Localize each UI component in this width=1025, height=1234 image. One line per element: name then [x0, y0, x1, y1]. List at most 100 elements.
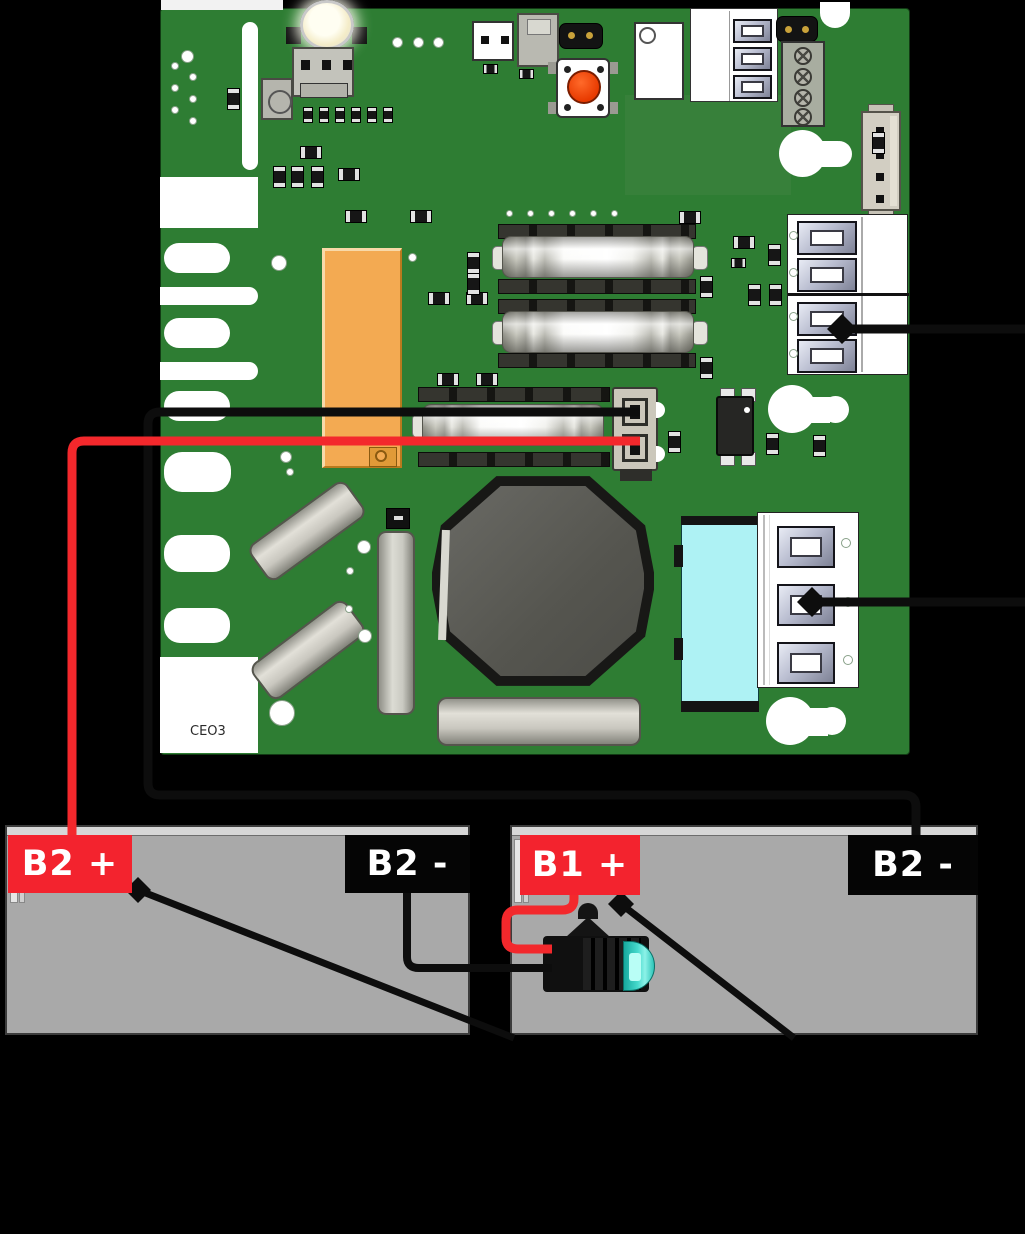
- via-hole: [189, 117, 197, 125]
- piezo-circle: [268, 90, 292, 114]
- terminal-slot: [733, 19, 772, 43]
- button-leg: [610, 102, 618, 114]
- cyan-nub: [674, 638, 683, 660]
- relay-orange: [322, 248, 402, 468]
- label-text: B1 +: [531, 845, 629, 885]
- fuse-clip-rail: [498, 279, 696, 294]
- smd-component: [428, 292, 450, 305]
- via-hole: [345, 605, 353, 613]
- pcb-edge-highlight: [161, 0, 283, 10]
- fuse-clip-rail: [418, 452, 610, 467]
- capacitor-horizontal: [437, 697, 641, 746]
- jumper-pin: [586, 32, 593, 39]
- jumper-pin: [802, 26, 809, 33]
- connector-port: [622, 434, 648, 462]
- jumper-2pin: [776, 16, 818, 42]
- smd-component: [476, 373, 498, 386]
- smd-component: [748, 284, 761, 306]
- footprint-hole: [639, 27, 656, 44]
- cyan-terminal-body: [681, 516, 759, 712]
- button-screw: [597, 104, 604, 111]
- silkscreen-label: CEO3: [190, 724, 226, 739]
- via-hole: [548, 210, 555, 217]
- smd-component: [679, 211, 701, 224]
- block-seam: [763, 515, 765, 685]
- via-hole: [280, 451, 292, 463]
- board-cutout-rect: [160, 177, 258, 228]
- jumper-2pin: [559, 23, 603, 49]
- via-hole: [433, 37, 444, 48]
- silkscreen-box: CEO3: [160, 657, 258, 753]
- led-pad: [352, 27, 367, 44]
- connector-pin: [876, 195, 884, 203]
- board-cutout-slot: [242, 22, 258, 170]
- via-hole: [271, 255, 287, 271]
- connector-pin: [343, 60, 352, 70]
- block-seam: [729, 11, 730, 101]
- via-hole: [189, 73, 197, 81]
- board-cutout-slot: [160, 287, 258, 305]
- via-hole: [357, 540, 371, 554]
- smd-pad: [335, 107, 345, 123]
- diode-mark: [394, 516, 403, 520]
- smd-component: [872, 132, 885, 154]
- tactile-button-body: [556, 58, 610, 118]
- smd-pad: [383, 107, 393, 123]
- relay-footprint-box: [634, 22, 684, 100]
- buzzer-slot: [527, 19, 551, 35]
- wire-connector-2pin: [612, 387, 658, 471]
- button-screw: [564, 104, 571, 111]
- smd-component: [300, 146, 322, 159]
- board-cutout-slot: [164, 318, 230, 348]
- keyhole-end: [822, 396, 849, 423]
- terminal-slot: [797, 302, 857, 336]
- terminal-slot: [777, 526, 835, 568]
- via-hole: [346, 567, 354, 575]
- buzzer-component: [517, 13, 559, 67]
- fuse-holder-pin-top: [578, 903, 598, 919]
- terminal-screw: [794, 68, 812, 86]
- via-hole: [181, 50, 194, 63]
- fuse-end-cap: [692, 321, 708, 345]
- smd-component: [227, 88, 240, 110]
- led-pad: [286, 27, 301, 44]
- relay-tab-hole: [375, 450, 387, 462]
- smd-component: [338, 168, 360, 181]
- board-cutout-slot: [164, 452, 231, 492]
- terminal-slot: [797, 258, 857, 292]
- battery-left-positive-label: B2 +: [8, 835, 132, 893]
- via-hole: [358, 629, 372, 643]
- via-hole: [189, 95, 197, 103]
- screw-hole: [843, 597, 853, 607]
- label-text: B2 -: [366, 844, 449, 884]
- glass-fuse-2: [502, 311, 694, 353]
- button-leg: [548, 62, 556, 74]
- terminal-slot: [733, 75, 772, 99]
- smd-component: [437, 373, 459, 386]
- block-seam: [769, 515, 770, 685]
- keyhole-end: [818, 707, 846, 735]
- board-cutout-slot: [164, 608, 230, 643]
- cyan-cap-bottom: [681, 701, 759, 712]
- smd-pad: [351, 107, 361, 123]
- board-cutout-slot: [160, 362, 258, 380]
- tactile-button-cap: [567, 70, 601, 104]
- terminal-slot: [777, 642, 835, 684]
- smd-component: [668, 431, 681, 453]
- terminal-screw: [794, 89, 812, 107]
- connector-port: [622, 398, 648, 426]
- board-cutout-slot: [164, 391, 230, 421]
- port-pin: [630, 441, 640, 455]
- keyhole-end: [826, 141, 852, 167]
- label-text: B2 -: [872, 845, 954, 885]
- connector-pin: [876, 151, 884, 159]
- smd-component: [766, 433, 779, 455]
- via-hole: [392, 37, 403, 48]
- smd-pad: [303, 107, 313, 123]
- via-hole: [569, 210, 576, 217]
- smd-component: [291, 166, 304, 188]
- via-hole: [413, 37, 424, 48]
- smd-pad: [367, 107, 377, 123]
- jumper-pin: [785, 26, 792, 33]
